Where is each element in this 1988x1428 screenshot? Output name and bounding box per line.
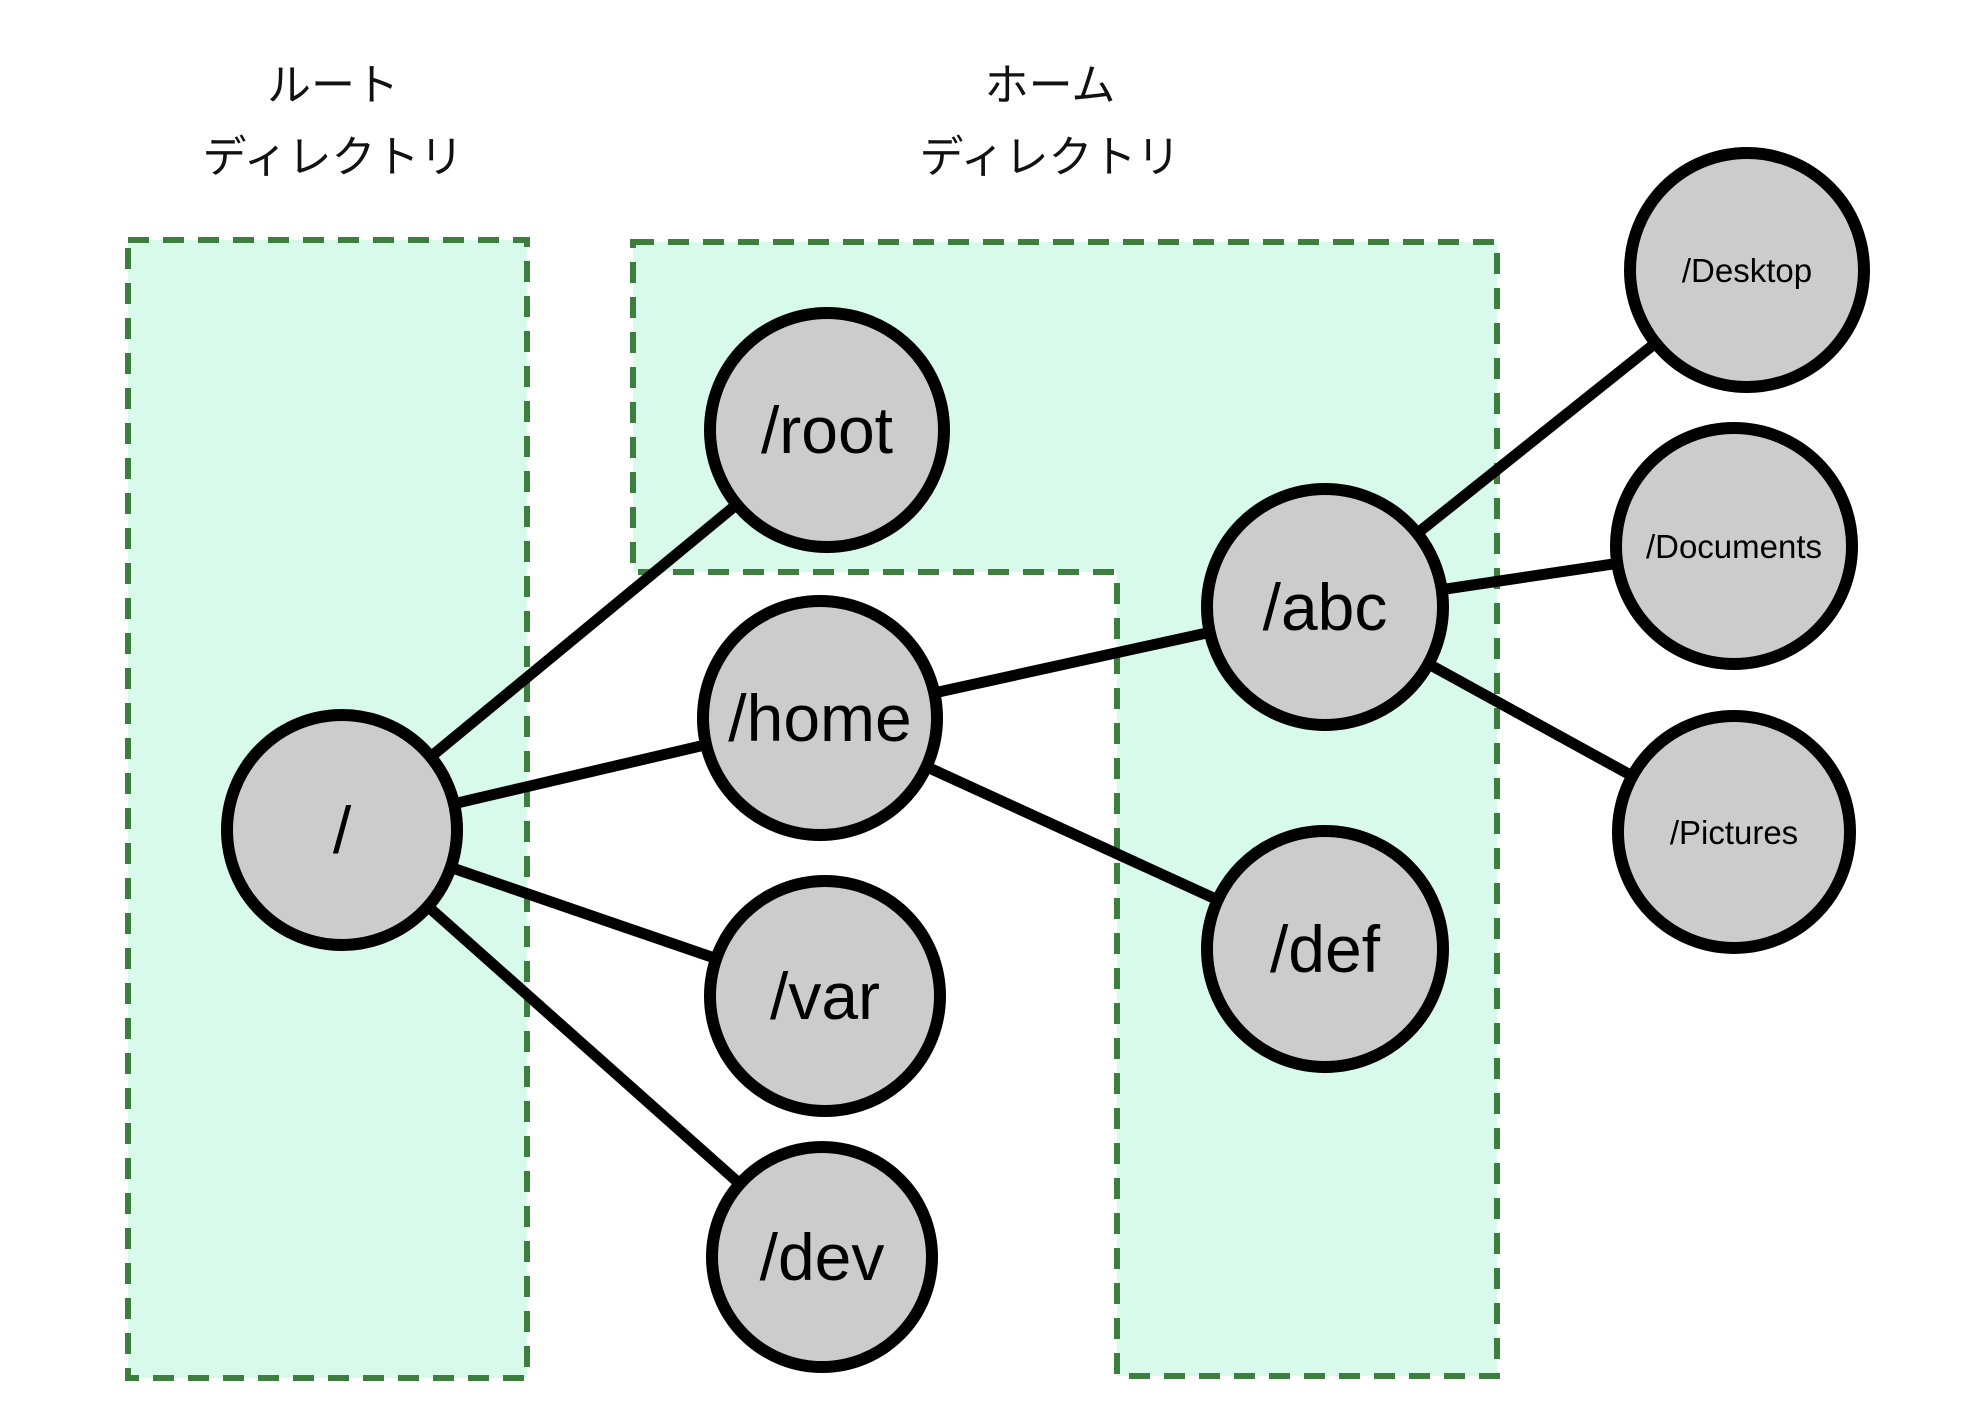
- node-pictures-circle: [1612, 710, 1856, 954]
- node-var: /var: [704, 875, 946, 1117]
- node-root: /root: [704, 307, 950, 553]
- node-documents-label: /Documents: [1646, 528, 1822, 565]
- root-directory-label: ルート ディレクトリ: [203, 61, 464, 182]
- node-root-circle: [704, 307, 950, 553]
- node-fs-root-circle: [221, 709, 463, 951]
- node-documents-circle: [1610, 422, 1858, 670]
- node-fs-root-label: /: [333, 793, 352, 867]
- node-fs-root: /: [221, 709, 463, 951]
- node-var-circle: [704, 875, 946, 1117]
- node-abc-label: /abc: [1263, 570, 1388, 644]
- node-def-circle: [1201, 825, 1449, 1073]
- node-desktop-circle: [1624, 147, 1870, 393]
- root-directory-label-line2: ディレクトリ: [203, 133, 464, 182]
- node-abc: /abc: [1201, 483, 1449, 731]
- node-root-label: /root: [761, 393, 893, 467]
- node-abc-circle: [1201, 483, 1449, 731]
- home-directory-label-line1: ホーム: [985, 61, 1116, 110]
- node-def: /def: [1201, 825, 1449, 1073]
- node-var-label: /var: [770, 959, 880, 1033]
- root-directory-label-line1: ルート: [267, 61, 399, 110]
- home-directory-label-line2: ディレクトリ: [920, 133, 1181, 182]
- node-dev-label: /dev: [760, 1220, 885, 1294]
- node-pictures: /Pictures: [1612, 710, 1856, 954]
- node-home: /home: [697, 595, 943, 841]
- node-pictures-label: /Pictures: [1670, 814, 1798, 851]
- node-dev-circle: [706, 1141, 938, 1373]
- node-dev: /dev: [706, 1141, 938, 1373]
- node-desktop-label: /Desktop: [1682, 252, 1812, 289]
- home-directory-label: ホーム ディレクトリ: [920, 61, 1181, 182]
- node-documents: /Documents: [1610, 422, 1858, 670]
- node-home-circle: [697, 595, 943, 841]
- node-desktop: /Desktop: [1624, 147, 1870, 393]
- node-home-label: /home: [728, 681, 911, 755]
- node-def-label: /def: [1270, 912, 1381, 986]
